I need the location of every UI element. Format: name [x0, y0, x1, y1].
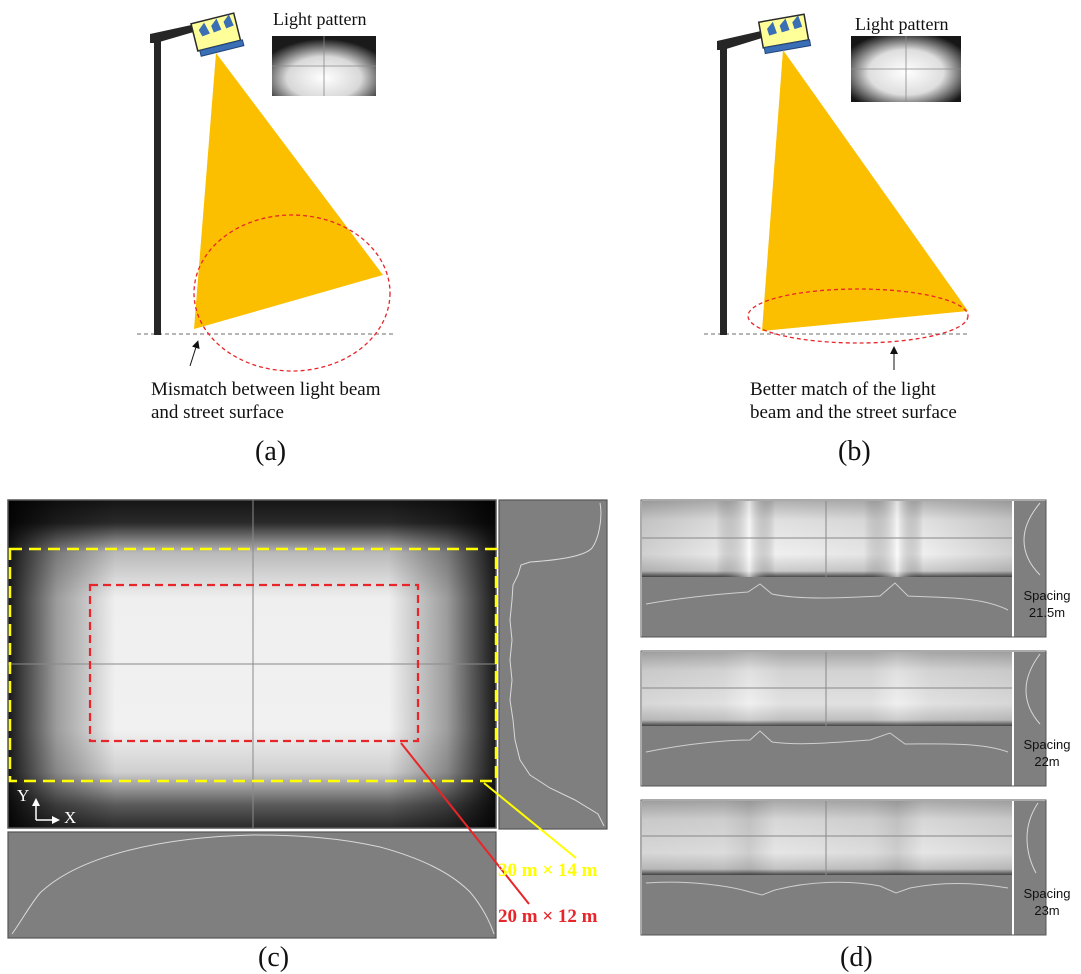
inner-region-leader	[400, 742, 530, 905]
pointer-arrow	[189, 340, 200, 367]
horizontal-profile-curve	[11, 834, 495, 935]
spacing-label-1-title: Spacing	[1023, 588, 1071, 603]
spacing-label-2-title: Spacing	[1023, 737, 1071, 752]
match-note-line1: Better match of the light	[750, 379, 936, 400]
panel-a	[137, 12, 395, 372]
spacing-strip-3	[640, 799, 1047, 936]
outer-region-leader	[483, 782, 577, 859]
outer-region-dimension: 30 m × 14 m	[498, 860, 598, 881]
panel-b-tag: (b)	[838, 436, 871, 467]
spacing-label-3-value: 23m	[1034, 903, 1060, 918]
panel-b	[704, 13, 970, 370]
horizontal-profile-panel	[7, 831, 497, 939]
mismatch-note-line2: and street surface	[151, 402, 284, 423]
spacing-strip-1	[640, 499, 1047, 638]
lamp-pole	[720, 46, 727, 335]
mismatch-ellipse	[193, 214, 391, 372]
axis-indicator	[32, 798, 60, 824]
panel-c	[7, 499, 608, 939]
light-pattern-label: Light pattern	[273, 9, 367, 29]
lamp-arm	[150, 24, 197, 43]
lamp-pole	[154, 39, 161, 335]
light-beam	[762, 50, 968, 331]
light-pattern-label: Light pattern	[855, 14, 949, 34]
spacing-label-2-value: 22m	[1034, 754, 1060, 769]
mismatch-note-line1: Mismatch between light beam	[151, 379, 381, 400]
match-note-line2: beam and the street surface	[750, 402, 957, 423]
spacing-label-1: Spacing 21.5m	[1013, 587, 1081, 621]
axis-x-label: X	[64, 808, 77, 827]
panel-d	[640, 499, 1047, 936]
inner-region-dimension: 20 m × 12 m	[498, 906, 598, 927]
light-beam	[194, 53, 383, 329]
vertical-profile-curve	[509, 502, 605, 827]
spacing-strip-2	[640, 650, 1047, 787]
axis-y-label: Y	[17, 786, 30, 805]
spacing-label-2: Spacing 22m	[1013, 736, 1081, 770]
panel-d-tag: (d)	[840, 942, 873, 973]
outer-region-box	[8, 547, 498, 783]
luminaire	[190, 12, 245, 57]
spacing-label-3-title: Spacing	[1023, 886, 1071, 901]
match-ellipse	[747, 288, 969, 344]
panel-a-tag: (a)	[255, 436, 287, 467]
inner-region-box	[88, 583, 420, 743]
luminaire	[757, 13, 812, 55]
vertical-profile-panel	[498, 499, 608, 830]
spacing-label-1-value: 21.5m	[1028, 605, 1066, 620]
spacing-label-3: Spacing 23m	[1013, 885, 1081, 919]
lamp-arm	[717, 31, 762, 50]
panel-c-tag: (c)	[258, 942, 290, 973]
